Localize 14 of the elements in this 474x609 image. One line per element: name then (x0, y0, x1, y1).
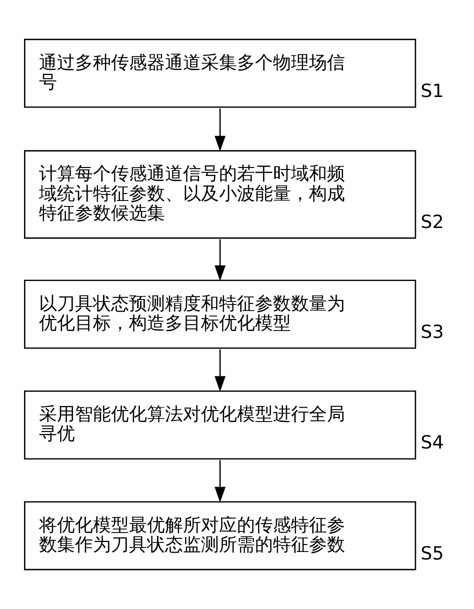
node-label: S2 (420, 212, 444, 233)
arrow (214, 460, 226, 503)
arrow (214, 349, 226, 392)
node-box: 以刀具状态预测精度和特征参数数量为优化目标，构造多目标优化模型 (24, 280, 416, 349)
node-label: S5 (420, 543, 444, 564)
node-box: 将优化模型最优解所对应的传感特征参数集作为刀具状态监测所需的特征参数 (24, 501, 416, 570)
arrow (214, 108, 226, 152)
node-box: 通过多种传感器通道采集多个物理场信号 (24, 38, 416, 108)
node-label: S3 (420, 322, 444, 343)
node-label: S4 (420, 432, 444, 454)
arrow (214, 239, 226, 282)
node-box: 计算每个传感通道信号的若干时域和频域统计特征参数、以及小波能量，构成特征参数候选集 (24, 150, 416, 239)
node-box: 采用智能优化算法对优化模型进行全局寻优 (24, 390, 416, 460)
node-label: S1 (420, 80, 444, 102)
